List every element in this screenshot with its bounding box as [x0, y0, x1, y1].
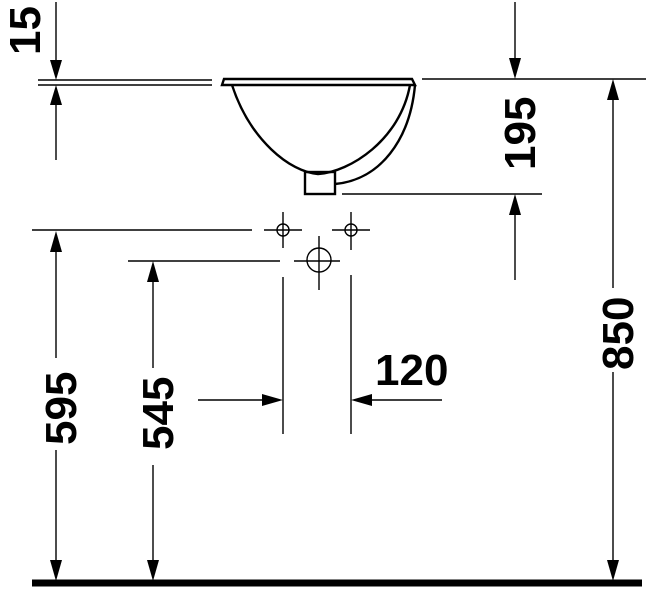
tap-hole-left: [264, 212, 302, 248]
waste-outlet: [294, 236, 340, 290]
label-waste-pipe-spacing: 120: [375, 346, 448, 395]
dimension-basin-depth: 195: [342, 2, 646, 280]
label-overall-height: 850: [594, 297, 643, 370]
label-basin-depth: 195: [496, 97, 545, 170]
dimension-waste-outlet-height: 545: [128, 260, 280, 581]
dimension-waste-pipe-spacing: 120: [198, 275, 448, 434]
dimension-tap-hole-height: 595: [32, 229, 252, 581]
label-waste-outlet-height: 545: [134, 377, 183, 450]
label-tap-hole-height: 595: [37, 372, 86, 445]
dimension-overall-height: 850: [594, 79, 643, 581]
tap-hole-right: [332, 212, 370, 250]
label-rim-thickness: 15: [1, 6, 50, 55]
dimension-rim-thickness: 15: [1, 2, 212, 160]
basin-profile: [220, 77, 417, 196]
